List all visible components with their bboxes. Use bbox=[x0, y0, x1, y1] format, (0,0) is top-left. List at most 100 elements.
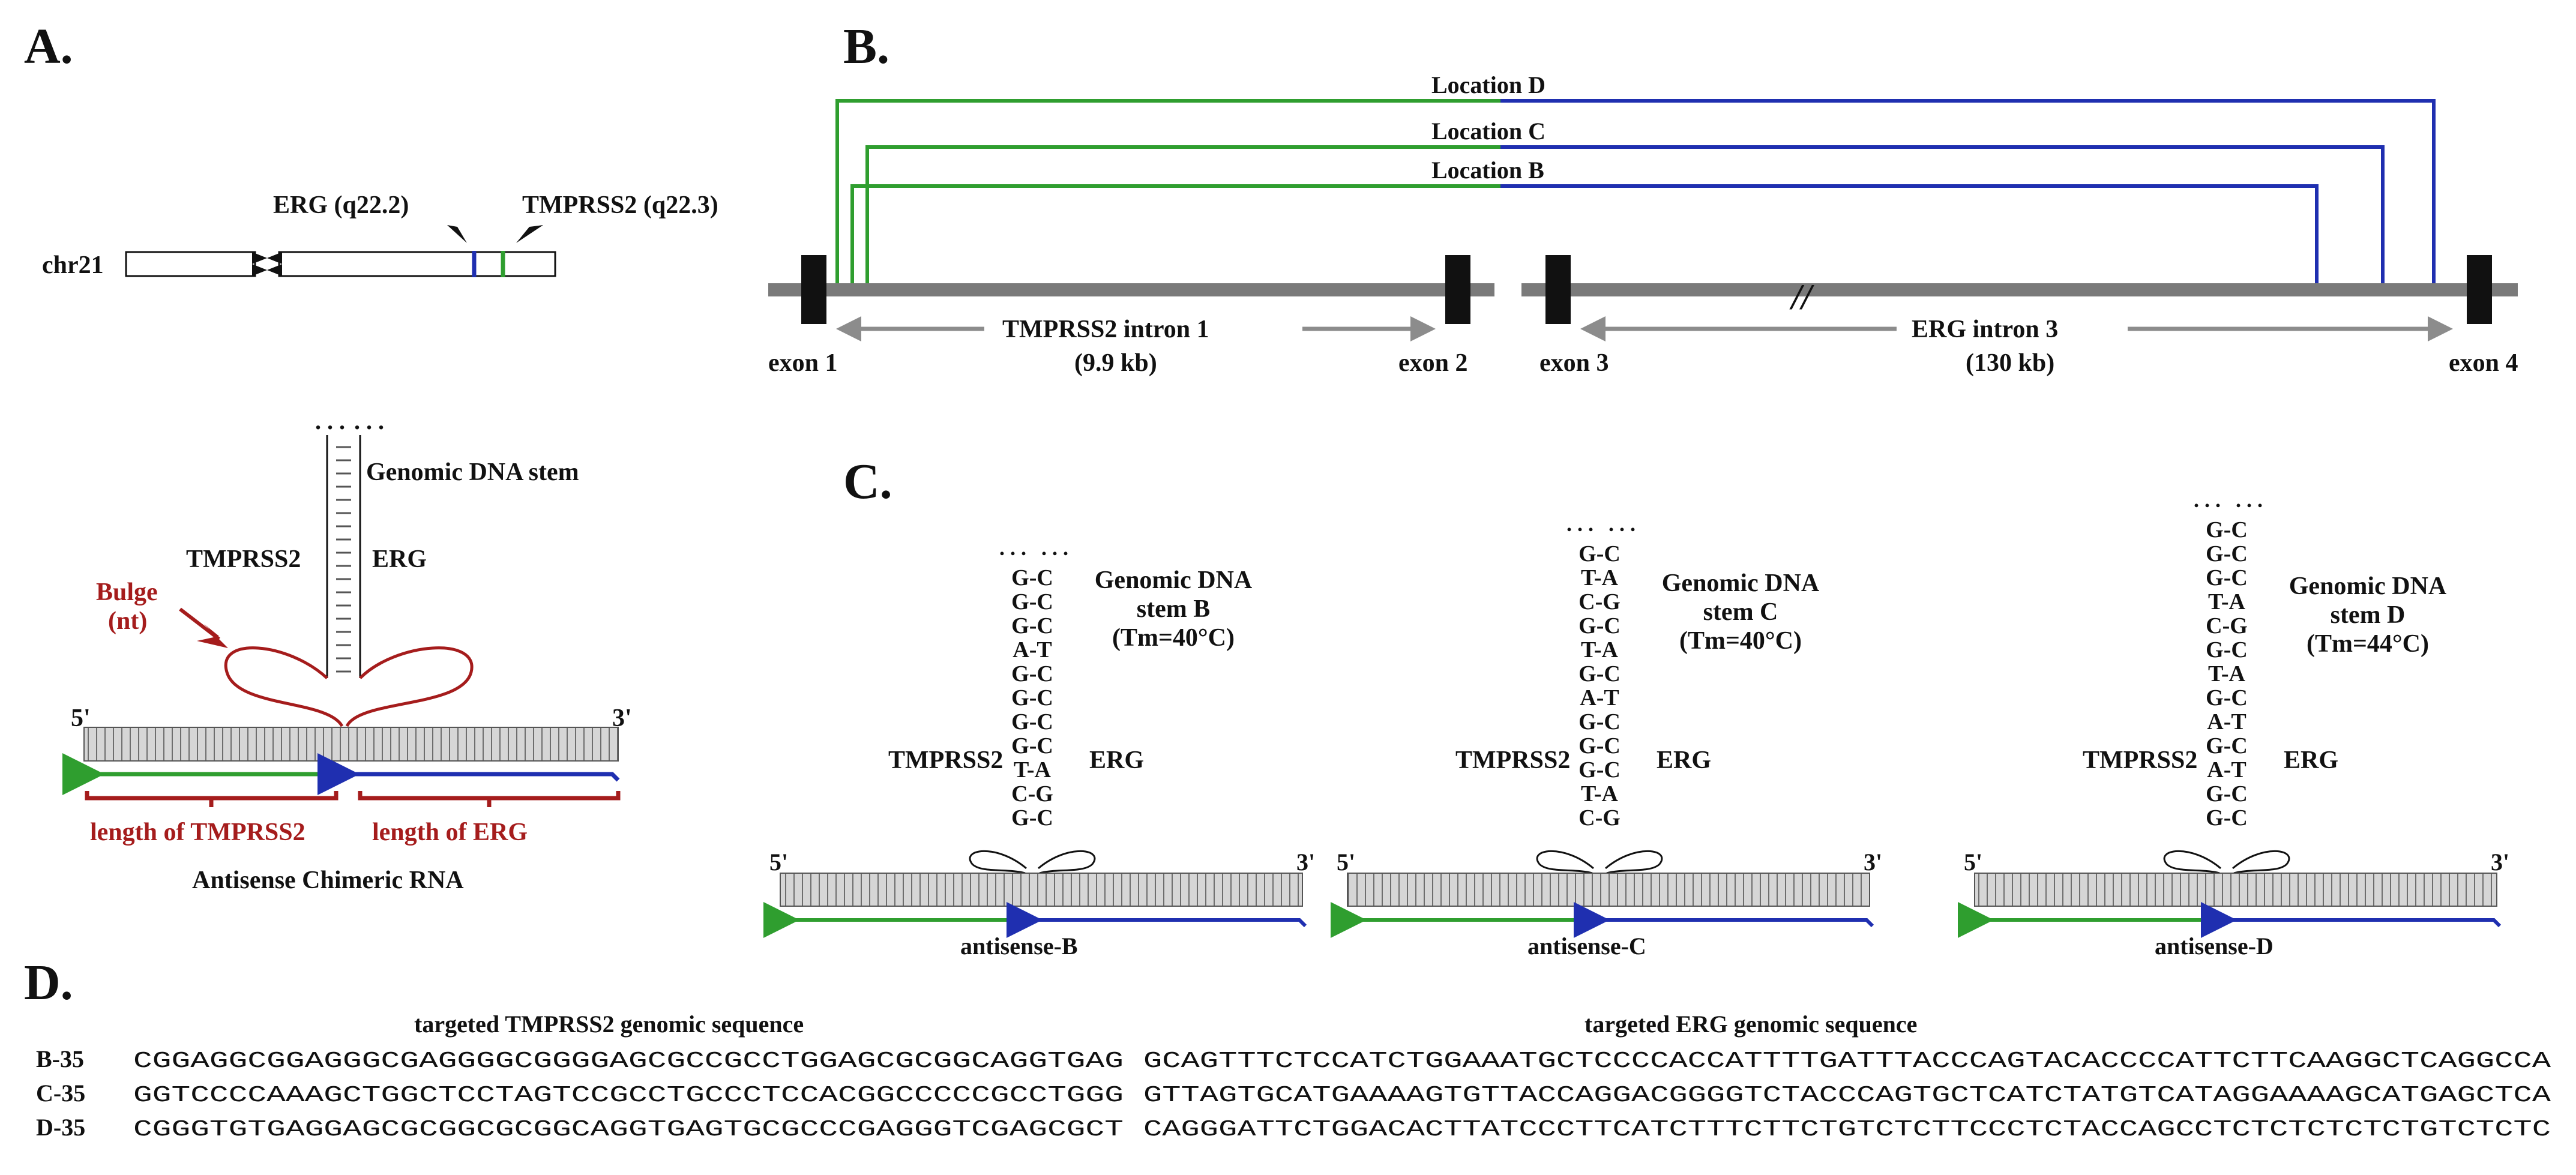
stem-structure-0: . . .. . .G-CG-CG-CA-TG-CG-CG-CG-CT-AC-G… bbox=[763, 536, 1315, 960]
stem-structure-1: . . .. . .G-CT-AC-GG-CT-AG-CA-TG-CG-CG-C… bbox=[1331, 512, 1882, 960]
antisense-duplex-strip bbox=[83, 727, 619, 762]
chr21-label: chr21 bbox=[42, 251, 104, 279]
erg-sequence: GCAGTTTCTCCATCTGGAAATGCTCCCCACCATTTTGATT… bbox=[1143, 1048, 2551, 1074]
stem-bulge-right bbox=[2232, 850, 2290, 874]
duplex-3prime: 3' bbox=[1864, 849, 1882, 876]
stem-title-line1: Genomic DNA bbox=[1662, 569, 1820, 597]
location-connectors bbox=[835, 99, 2436, 287]
base-pair: G-C bbox=[1011, 805, 1053, 831]
bulge-loops bbox=[224, 646, 474, 727]
erg-label: ERG bbox=[2284, 747, 2338, 774]
base-pair: T-A bbox=[1014, 757, 1052, 783]
base-pair: G-C bbox=[1011, 589, 1053, 615]
erg-sequence: CAGGGATTCTGGACACTTATCCCTTCATCTTTCTTCTGTC… bbox=[1143, 1117, 2551, 1143]
tmprss2-pointer bbox=[516, 225, 543, 243]
erg-label: ERG bbox=[1089, 747, 1144, 774]
exon-1-label: exon 1 bbox=[768, 349, 838, 377]
stem-title-line2: stem D bbox=[2331, 601, 2406, 629]
tmprss2-locus-label: TMPRSS2 (q22.3) bbox=[522, 191, 718, 219]
stem-title-line2: stem B bbox=[1137, 595, 1210, 623]
bulge-nt-label: (nt) bbox=[108, 607, 147, 635]
sequence-row-label: D-35 bbox=[36, 1114, 85, 1141]
stem-tm: (Tm=40°C) bbox=[1112, 624, 1235, 652]
svg-text:. . .: . . . bbox=[315, 407, 345, 434]
base-pair: C-G bbox=[1011, 781, 1053, 807]
base-pair: G-C bbox=[1011, 661, 1053, 687]
duplex-3prime: 3' bbox=[1296, 849, 1315, 876]
sequence-row-label: C-35 bbox=[36, 1080, 85, 1107]
erg-sequence-header: targeted ERG genomic sequence bbox=[1584, 1011, 1917, 1038]
stem-dots-left: . . . bbox=[1566, 512, 1593, 536]
svg-text:. . .: . . . bbox=[354, 407, 384, 434]
location-d-label: Location D bbox=[1431, 71, 1545, 98]
stem-title-line1: Genomic DNA bbox=[2289, 572, 2447, 600]
tmprss2-intron-bar bbox=[768, 283, 1494, 296]
stem-bulge-right bbox=[1038, 850, 1096, 874]
base-pair: G-C bbox=[2206, 517, 2248, 542]
stem-dots-right: . . . bbox=[1608, 512, 1636, 536]
erg-antisense-arrow bbox=[1574, 902, 1874, 938]
base-pair: A-T bbox=[1013, 637, 1052, 663]
erg-antisense-arrow bbox=[317, 753, 620, 795]
chromosome-p-arm bbox=[125, 251, 256, 277]
base-pair: G-C bbox=[2206, 637, 2248, 663]
panel-a: A. ERG (q22.2) TMPRSS2 (q22.3) chr21 . .… bbox=[24, 19, 718, 894]
base-pair: G-C bbox=[1011, 709, 1053, 735]
tmprss2-stem-label: TMPRSS2 bbox=[186, 545, 301, 573]
erg-label: ERG bbox=[1657, 747, 1711, 774]
base-pair: G-C bbox=[2206, 685, 2248, 711]
exon-3-block bbox=[1545, 255, 1571, 324]
tmprss2-sequence: GGTCCCCAAAGCTGGCTCCTAGTCCGCCTGCCCTCCACGG… bbox=[133, 1083, 1124, 1108]
duplex-5prime: 5' bbox=[1337, 849, 1355, 876]
panel-d: D. targeted TMPRSS2 genomic sequence tar… bbox=[24, 955, 2551, 1143]
tmprss2-sequence: CGGAGGCGGAGGGCGAGGGGCGGGGAGCGCCGCCTGGAGC… bbox=[133, 1048, 1124, 1074]
genomic-dna-stem-a: . . . . . . bbox=[315, 407, 384, 678]
location-c-label: Location C bbox=[1431, 118, 1545, 145]
stem-tm: (Tm=44°C) bbox=[2307, 630, 2429, 658]
location-c-erg-line bbox=[1500, 145, 2385, 287]
exon-3-label: exon 3 bbox=[1539, 349, 1609, 377]
chromosome-q-arm bbox=[278, 251, 556, 277]
erg-intron-bar bbox=[1521, 283, 2518, 296]
location-b-tmprss2-line bbox=[850, 184, 1500, 287]
location-b-label: Location B bbox=[1431, 157, 1544, 184]
erg-pointer bbox=[447, 225, 467, 243]
length-erg-label: length of ERG bbox=[372, 819, 528, 846]
tmprss2-intron1-size: (9.9 kb) bbox=[1074, 349, 1157, 377]
panel-c-label: C. bbox=[843, 454, 892, 509]
duplex-strip bbox=[780, 873, 1303, 907]
stem-tm: (Tm=40°C) bbox=[1679, 627, 1802, 655]
base-pair: T-A bbox=[1581, 565, 1619, 591]
base-pair: G-C bbox=[1578, 733, 1621, 759]
erg-intron3-size: (130 kb) bbox=[1966, 349, 2054, 377]
location-d-erg-line bbox=[1500, 99, 2436, 287]
stem-dots-left: . . . bbox=[999, 536, 1026, 560]
base-pair: G-C bbox=[1011, 685, 1053, 711]
stem-structures: . . .. . .G-CG-CG-CA-TG-CG-CG-CG-CT-AC-G… bbox=[763, 488, 2509, 960]
duplex-5prime: 5' bbox=[71, 705, 91, 732]
panel-b: B. Location D Location C Location B // T… bbox=[768, 19, 2518, 377]
stem-bulge-left bbox=[969, 850, 1027, 874]
antisense-chimeric-rna-caption: Antisense Chimeric RNA bbox=[192, 867, 464, 894]
tmprss2-length-bracket bbox=[85, 791, 339, 807]
stem-dots-right: . . . bbox=[2236, 488, 2263, 512]
erg-locus-label: ERG (q22.2) bbox=[273, 191, 409, 219]
genomic-dna-stem-label: Genomic DNA stem bbox=[366, 458, 579, 486]
base-pair: G-C bbox=[1578, 709, 1621, 735]
antisense-caption: antisense-B bbox=[960, 933, 1078, 960]
tmprss2-label: TMPRSS2 bbox=[2083, 747, 2197, 774]
base-pair: G-C bbox=[1011, 733, 1053, 759]
exon-4-label: exon 4 bbox=[2449, 349, 2518, 377]
base-pair: G-C bbox=[1578, 757, 1621, 783]
tmprss2-intron1-label: TMPRSS2 intron 1 bbox=[1002, 316, 1209, 343]
exon-1-block bbox=[801, 255, 826, 324]
tmprss2-label: TMPRSS2 bbox=[1455, 747, 1570, 774]
erg-intron3-label: ERG intron 3 bbox=[1912, 316, 2058, 343]
antisense-caption: antisense-D bbox=[2155, 933, 2274, 960]
bulge-arrow-shaft bbox=[179, 607, 220, 641]
bulge-arrow-head bbox=[197, 624, 228, 648]
base-pair: G-C bbox=[1578, 541, 1621, 566]
antisense-caption: antisense-C bbox=[1527, 933, 1646, 960]
